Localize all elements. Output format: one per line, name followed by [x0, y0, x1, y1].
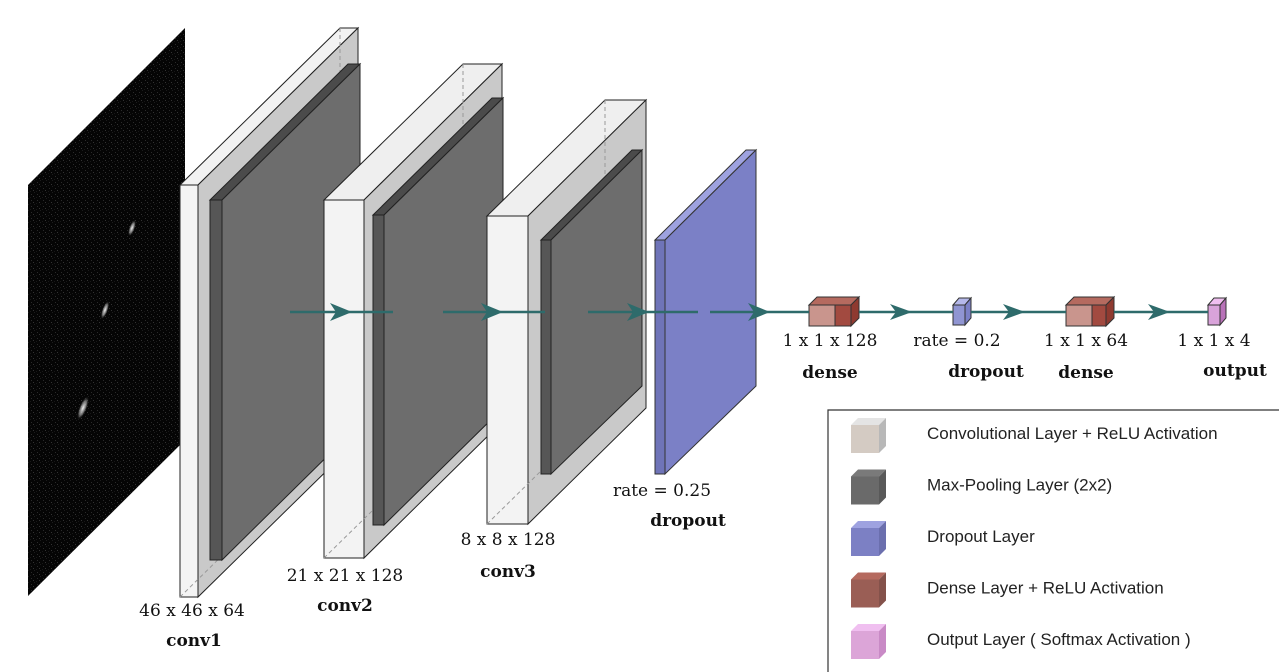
dropout2-label: dropout [948, 362, 1024, 382]
dense1-block [807, 295, 861, 328]
conv1-label: conv1 [166, 631, 222, 651]
legend-item: Output Layer ( Softmax Activation ) [851, 624, 1191, 659]
legend-item: Convolutional Layer + ReLU Activation [851, 418, 1218, 453]
legend-label: Dense Layer + ReLU Activation [927, 579, 1164, 598]
dropout-cube-icon [851, 521, 886, 556]
conv-cube-icon [851, 418, 886, 453]
dense2-label: dense [1058, 363, 1114, 383]
legend-label: Convolutional Layer + ReLU Activation [927, 424, 1218, 443]
legend: Convolutional Layer + ReLU ActivationMax… [827, 409, 1279, 672]
dense-cube-icon [851, 572, 886, 608]
conv2-dims: 21 x 21 x 128 [287, 566, 404, 586]
conv2-label: conv2 [317, 596, 373, 616]
flow-arrows [290, 303, 1208, 321]
dense1-dims: 1 x 1 x 128 [783, 331, 878, 351]
dropout2-block [951, 296, 973, 327]
dropout1-label: dropout [650, 511, 726, 531]
dense1-label: dense [802, 363, 858, 383]
legend-label: Dropout Layer [927, 527, 1035, 546]
output-block [1206, 296, 1228, 327]
legend-item: Dropout Layer [851, 521, 1035, 556]
legend-item: Dense Layer + ReLU Activation [851, 572, 1164, 608]
conv3-label: conv3 [480, 562, 536, 582]
conv1-dims: 46 x 46 x 64 [139, 601, 245, 621]
output-label: output [1203, 361, 1267, 381]
dropout1-dims: rate = 0.25 [613, 481, 711, 501]
dropout2-dims: rate = 0.2 [913, 331, 1000, 351]
dense2-dims: 1 x 1 x 64 [1044, 331, 1128, 351]
legend-label: Max-Pooling Layer (2x2) [927, 476, 1112, 495]
maxpool-cube-icon [851, 469, 886, 505]
conv3-dims: 8 x 8 x 128 [461, 530, 556, 550]
output-dims: 1 x 1 x 4 [1177, 331, 1250, 351]
legend-label: Output Layer ( Softmax Activation ) [927, 630, 1191, 649]
output-cube-icon [851, 624, 886, 659]
legend-item: Max-Pooling Layer (2x2) [851, 469, 1112, 505]
dense2-block [1064, 295, 1116, 328]
input-image [28, 28, 185, 596]
